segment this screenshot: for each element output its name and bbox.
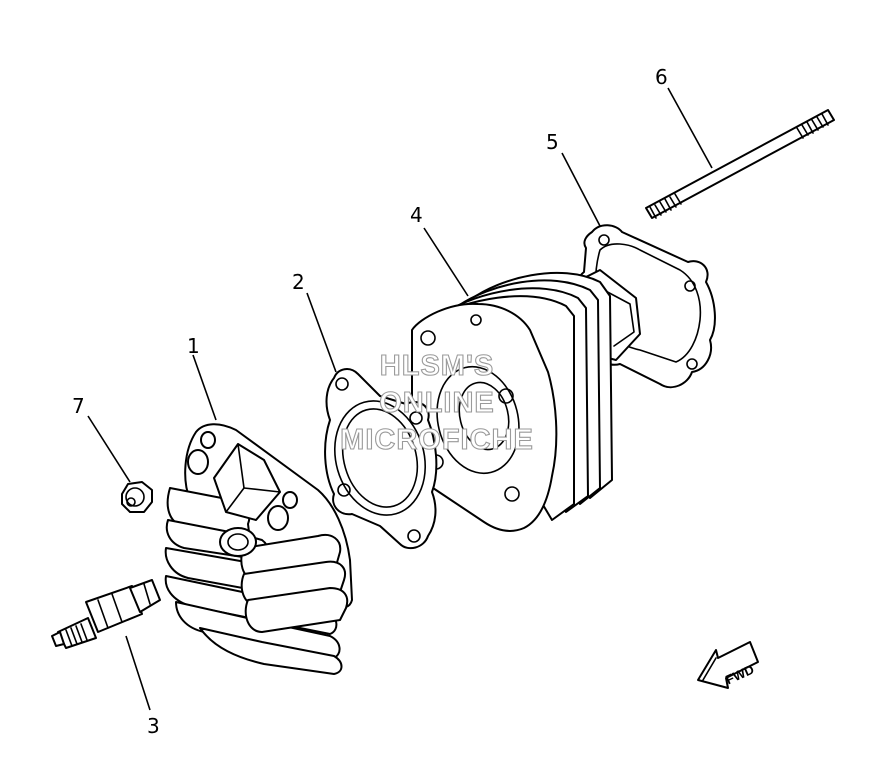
spark-plug-part-3[interactable] — [51, 579, 161, 649]
nut-part-7[interactable] — [121, 481, 153, 513]
watermark-line-3: MICROFICHE — [340, 424, 534, 456]
callout-4: 4 — [410, 203, 423, 227]
watermark: HLSM'S ONLINE MICROFICHE — [340, 349, 534, 456]
callout-5: 5 — [546, 130, 559, 154]
cylinder-part-4[interactable] — [411, 269, 641, 532]
cylinder-head-part-1[interactable] — [164, 423, 353, 675]
callout-numbers: 1 2 3 4 5 6 7 — [72, 65, 668, 738]
cylinder-head-gasket-part-2[interactable] — [322, 368, 439, 550]
callout-3: 3 — [147, 714, 160, 738]
callout-6: 6 — [655, 65, 668, 89]
stud-bolt-part-6[interactable] — [645, 109, 835, 219]
fwd-direction-badge: FWD — [697, 641, 759, 689]
watermark-line-1: HLSM'S — [380, 350, 494, 382]
callout-7: 7 — [72, 394, 85, 418]
callout-2: 2 — [292, 270, 305, 294]
leader-lines — [87, 87, 713, 711]
callout-1: 1 — [187, 334, 200, 358]
watermark-line-2: ONLINE — [379, 387, 495, 419]
